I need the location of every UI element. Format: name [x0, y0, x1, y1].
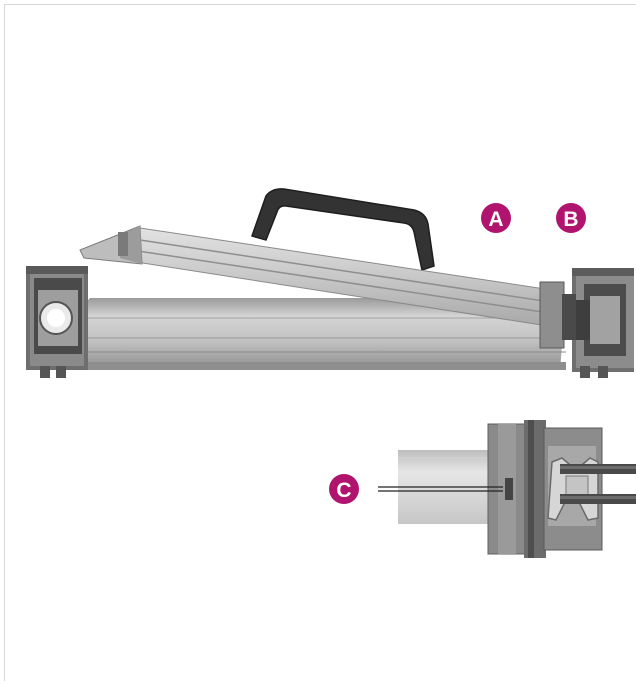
right-end-bracket [572, 268, 634, 378]
left-end-bracket [26, 266, 88, 378]
figure-frame [4, 4, 636, 681]
tilted-module [79, 225, 576, 349]
callout-b: B [556, 203, 586, 233]
callout-a: A [481, 203, 511, 233]
callout-c: C [329, 474, 503, 504]
detail-view [398, 420, 636, 558]
base-rail [60, 298, 566, 370]
callout-a-label: A [488, 208, 503, 231]
callout-b-label: B [563, 208, 578, 231]
callout-c-label: C [336, 479, 351, 502]
